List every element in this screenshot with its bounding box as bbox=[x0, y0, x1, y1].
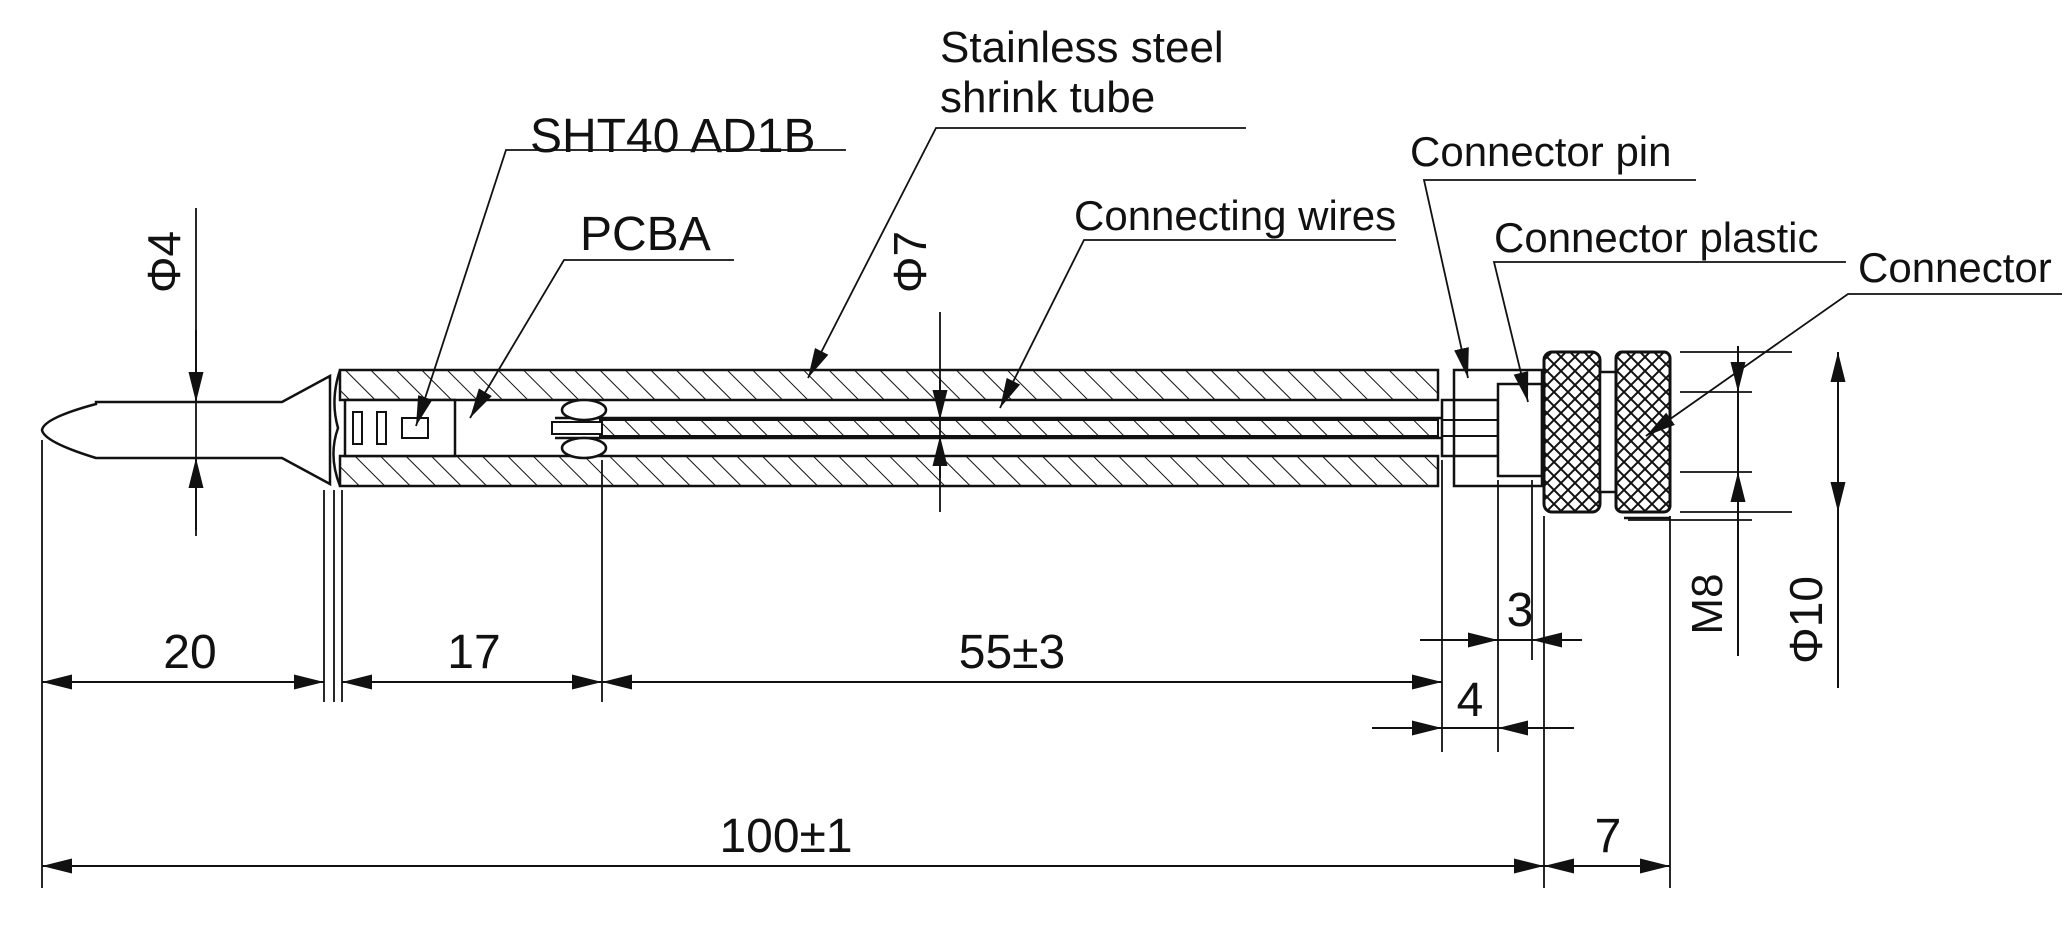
label-tube-line1: Stainless steel bbox=[940, 23, 1224, 72]
label-sensor: SHT40 AD1B bbox=[530, 110, 815, 163]
label-tube-line2: shrink tube bbox=[940, 73, 1155, 122]
dim-connector-dia: Φ10 bbox=[1780, 576, 1832, 664]
text-labels: SHT40 AD1B PCBA Stainless steel shrink t… bbox=[138, 23, 2052, 863]
connector-neck bbox=[1598, 370, 1618, 494]
leader-plastic bbox=[1492, 261, 1846, 403]
tube-left-end bbox=[332, 369, 342, 487]
connector-nut-2 bbox=[1614, 350, 1672, 514]
tube-core bbox=[599, 419, 1439, 437]
dim-len-wires: 55±3 bbox=[959, 626, 1065, 679]
leader-pcba bbox=[469, 259, 734, 419]
pcba-board bbox=[343, 398, 457, 458]
connector-pin-area bbox=[1440, 398, 1500, 458]
dim-len-pin: 4 bbox=[1457, 674, 1484, 727]
tube-wall-bottom bbox=[338, 454, 1440, 488]
leader-pin bbox=[1422, 179, 1696, 379]
label-connector: Connector bbox=[1858, 244, 2052, 291]
label-pcba: PCBA bbox=[580, 208, 711, 261]
pcba-component-2 bbox=[376, 411, 387, 445]
tube-wall-top bbox=[338, 368, 1440, 402]
sensor-chip bbox=[401, 417, 429, 439]
solder-tail bbox=[551, 421, 603, 435]
connector-nut-1 bbox=[1542, 350, 1602, 514]
leader-lines bbox=[415, 127, 2062, 437]
leader-tube bbox=[807, 127, 1246, 379]
dim-tip-dia: Φ4 bbox=[138, 231, 190, 293]
connector-plastic bbox=[1496, 382, 1544, 478]
solder-joint-top bbox=[560, 398, 608, 422]
extension-lines bbox=[41, 208, 1792, 888]
dim-len-tip: 20 bbox=[163, 626, 216, 679]
probe-body bbox=[40, 350, 1672, 520]
label-pin: Connector pin bbox=[1410, 128, 1672, 175]
label-plastic: Connector plastic bbox=[1494, 214, 1819, 261]
leader-connector bbox=[1645, 293, 2062, 437]
dim-len-pcba: 17 bbox=[447, 626, 500, 679]
leader-sensor bbox=[415, 149, 846, 427]
probe-tip bbox=[40, 373, 332, 487]
dim-len-connector: 7 bbox=[1595, 810, 1622, 863]
dim-tube-dia: Φ7 bbox=[884, 231, 936, 293]
dimension-lines bbox=[42, 330, 1846, 874]
dim-thread: M8 bbox=[1683, 573, 1732, 634]
leader-wires bbox=[999, 239, 1396, 409]
label-wires: Connecting wires bbox=[1074, 192, 1396, 239]
dim-len-plastic: 3 bbox=[1507, 584, 1534, 637]
dim-len-total: 100±1 bbox=[719, 810, 852, 863]
pcba-component-1 bbox=[352, 411, 363, 445]
solder-joint-bottom bbox=[560, 436, 608, 460]
